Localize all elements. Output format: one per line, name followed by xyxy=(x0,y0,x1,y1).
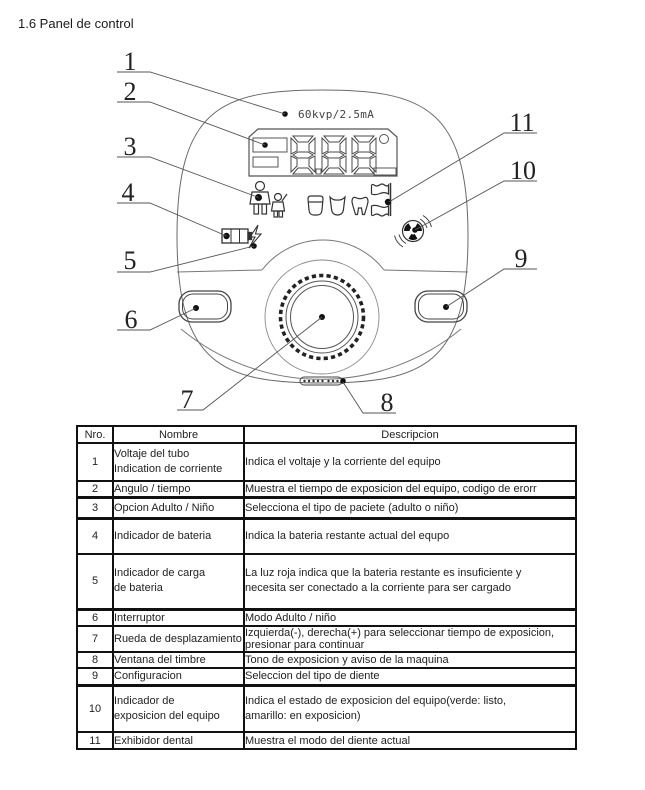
panel-outline xyxy=(176,89,469,384)
cell-descripcion: Modo Adulto / niño xyxy=(243,608,577,627)
display-corner-box xyxy=(373,167,397,176)
side-buttons xyxy=(178,290,468,323)
cell-nombre: Interruptor xyxy=(112,608,245,627)
degree-symbol xyxy=(379,134,389,144)
table-row: 6 Interruptor Modo Adulto / niño xyxy=(76,608,577,627)
header-nro: Nro. xyxy=(76,425,114,444)
callout-label-5: 5 xyxy=(124,246,137,275)
cell-descripcion: La luz roja indica que la bateria restan… xyxy=(243,553,577,611)
cell-descripcion: Muestra el tiempo de exposicion del equi… xyxy=(243,480,577,499)
cell-descripcion: Indica el estado de exposicion del equip… xyxy=(243,684,577,733)
callout-label-6: 6 xyxy=(125,305,138,334)
table-row: 4 Indicador de bateria Indica la bateria… xyxy=(76,517,577,555)
cell-nombre: Ventana del timbre xyxy=(112,651,245,669)
table-row: 8 Ventana del timbre Tono de exposicion … xyxy=(76,651,577,669)
table-header-row: Nro. Nombre Descripcion xyxy=(76,425,577,444)
right-button xyxy=(414,290,468,323)
callout-dot-11 xyxy=(384,198,392,206)
tooth-type-icons xyxy=(307,183,392,217)
table-row: 9 Configuracion Seleccion del tipo de di… xyxy=(76,667,577,687)
control-panel-diagram: 60kvp/2.5mA xyxy=(117,47,537,417)
cell-nombre: Configuracion xyxy=(112,667,245,687)
battery-group xyxy=(221,224,263,249)
patient-type-icons xyxy=(249,180,288,218)
incisor-tooth-icon xyxy=(307,195,324,216)
cell-nombre: Indicador de carga de bateria xyxy=(112,553,245,611)
cell-nro: 6 xyxy=(76,608,114,627)
dental-display-icon xyxy=(370,183,392,217)
callout-label-8: 8 xyxy=(381,388,394,417)
wheel-knurl-ring xyxy=(278,273,366,361)
cell-descripcion: Indica la bateria restante actual del eq… xyxy=(243,517,577,555)
table-row: 1 Voltaje del tubo Indication de corrien… xyxy=(76,442,577,482)
adult-icon xyxy=(249,180,271,215)
rating-label-group: 60kvp/2.5mA xyxy=(282,108,374,121)
cell-nombre: Opcion Adulto / Niño xyxy=(112,496,245,520)
molar-tooth-icon xyxy=(351,196,369,216)
callout-lines xyxy=(117,71,537,414)
cell-nro: 10 xyxy=(76,684,114,733)
callout-label-4: 4 xyxy=(122,178,135,207)
voltage-indicator-box xyxy=(252,137,288,153)
cell-nro: 2 xyxy=(76,480,114,499)
premolar-tooth-icon xyxy=(329,195,346,216)
cell-descripcion: Tono de exposicion y aviso de la maquina xyxy=(243,651,577,669)
callout-label-9: 9 xyxy=(515,244,528,273)
cell-nombre: Indicador de exposicion del equipo xyxy=(112,684,245,733)
table-row: 3 Opcion Adulto / Niño Selecciona el tip… xyxy=(76,496,577,520)
spec-table: Nro. Nombre Descripcion 1 Voltaje del tu… xyxy=(76,425,577,750)
table-row: 11 Exhibidor dental Muestra el modo del … xyxy=(76,731,577,750)
cell-nro: 8 xyxy=(76,651,114,669)
child-icon xyxy=(270,192,288,218)
radiation-exposure-icon xyxy=(394,215,432,248)
header-descripcion: Descripcion xyxy=(243,425,577,444)
callout-dot-8 xyxy=(340,378,346,384)
cell-descripcion: Izquierda(-), derecha(+) para selecciona… xyxy=(243,625,577,653)
callout-label-2: 2 xyxy=(124,77,137,106)
callout-label-3: 3 xyxy=(124,132,137,161)
buzzer-grille xyxy=(299,376,346,386)
table-row: 2 Angulo / tiempo Muestra el tiempo de e… xyxy=(76,480,577,499)
cell-descripcion: Indica el voltaje y la corriente del equ… xyxy=(243,442,577,482)
cell-nro: 3 xyxy=(76,496,114,520)
rating-label: 60kvp/2.5mA xyxy=(298,108,374,121)
cell-descripcion: Muestra el modo del diente actual xyxy=(243,731,577,750)
cell-nombre: Voltaje del tubo Indication de corriente xyxy=(112,442,245,482)
lcd-display xyxy=(248,128,398,177)
cell-nombre: Rueda de desplazamiento xyxy=(112,625,245,653)
cell-nro: 4 xyxy=(76,517,114,555)
section-title: 1.6 Panel de control xyxy=(18,16,134,31)
callout-label-1: 1 xyxy=(124,47,137,76)
cell-nombre: Angulo / tiempo xyxy=(112,480,245,499)
header-nombre: Nombre xyxy=(112,425,245,444)
cell-nro: 1 xyxy=(76,442,114,482)
cell-nro: 7 xyxy=(76,625,114,653)
callout-label-11: 11 xyxy=(509,108,534,137)
cell-nro: 11 xyxy=(76,731,114,750)
table-row: 5 Indicador de carga de bateria La luz r… xyxy=(76,553,577,611)
table-row: 10 Indicador de exposicion del equipo In… xyxy=(76,684,577,733)
callout-label-7: 7 xyxy=(181,385,194,414)
cell-nro: 9 xyxy=(76,667,114,687)
left-button xyxy=(178,290,232,323)
cell-nro: 5 xyxy=(76,553,114,611)
cell-descripcion: Seleccion del tipo de diente xyxy=(243,667,577,687)
cell-nombre: Exhibidor dental xyxy=(112,731,245,750)
cell-nombre: Indicador de bateria xyxy=(112,517,245,555)
callout-label-10: 10 xyxy=(510,156,536,185)
decimal-point xyxy=(315,168,322,175)
table-row: 7 Rueda de desplazamiento Izquierda(-), … xyxy=(76,625,577,653)
current-indicator-box xyxy=(252,156,279,168)
cell-descripcion: Selecciona el tipo de paciete (adulto o … xyxy=(243,496,577,520)
charging-bolt-icon xyxy=(248,224,263,249)
